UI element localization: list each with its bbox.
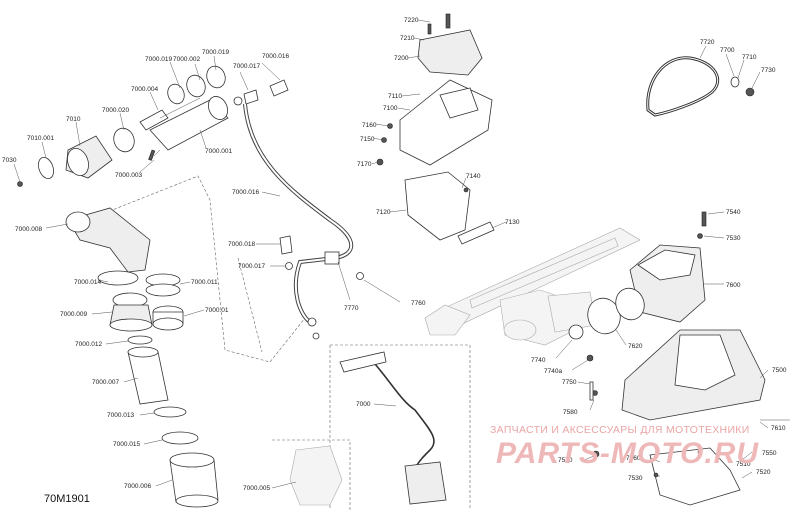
- callout-7000-018: 7000.018: [228, 241, 255, 248]
- callout-7000-017-top: 7000.017: [233, 63, 260, 70]
- callout-labels: 7000.019 7000.002 7000.019 7000.016 7000…: [2, 17, 787, 492]
- callout-7510: 7510: [736, 461, 751, 468]
- callout-7000-009: 7000.009: [60, 311, 87, 318]
- hose-clamp: [324, 251, 340, 265]
- callout-7540: 7540: [726, 209, 741, 216]
- callout-7720: 7720: [700, 39, 715, 46]
- cylinder-assembly: [17, 65, 289, 187]
- leader-lines: [13, 19, 769, 489]
- callout-7000-008: 7000.008: [15, 226, 42, 233]
- ghost-bracket-7000-005: [289, 445, 343, 506]
- callout-7220: 7220: [404, 17, 419, 24]
- washer-7760: [356, 272, 364, 280]
- callout-7120: 7120: [376, 209, 391, 216]
- callout-7000-012: 7000.012: [75, 341, 102, 348]
- callout-7570: 7570: [558, 457, 573, 464]
- callout-7100: 7100: [383, 105, 398, 112]
- callout-7000-016-top: 7000.016: [262, 53, 289, 60]
- callout-7740a: 7740a: [544, 368, 562, 375]
- callout-7000-017-mid: 7000.017: [238, 263, 265, 270]
- callout-7560: 7560: [626, 455, 641, 462]
- callout-7000-006: 7000.006: [124, 483, 151, 490]
- callout-7000-020: 7000.020: [102, 107, 129, 114]
- callout-7110: 7110: [388, 93, 402, 100]
- callout-7010-001: 7010.001: [27, 135, 54, 142]
- callout-7530-b: 7530: [628, 475, 643, 482]
- callout-7150: 7150: [360, 136, 375, 143]
- callout-7520: 7520: [756, 469, 771, 476]
- fitting-7000-018: [279, 235, 293, 255]
- callout-7580: 7580: [563, 409, 578, 416]
- upper-bracket-assembly: [376, 13, 495, 245]
- callout-7000-005: 7000.005: [243, 485, 270, 492]
- callout-7000-014: 7000.014: [74, 279, 101, 286]
- sensor-7000: [404, 461, 447, 505]
- callout-7130: 7130: [505, 219, 520, 226]
- hose-end-fitting: [307, 317, 317, 327]
- diagram-code: 70M1901: [44, 493, 90, 505]
- callout-7000-019-a: 7000.019: [145, 56, 172, 63]
- dashed-route-lower: [237, 257, 263, 353]
- watermark-logo: PARTS-MOTO.RU: [496, 437, 760, 470]
- hose-end-washer: [312, 332, 320, 340]
- callout-7030: 7030: [2, 157, 17, 164]
- callout-7000-001: 7000.001: [205, 148, 232, 155]
- belt-assembly: [646, 56, 755, 117]
- callout-7550: 7550: [762, 450, 777, 457]
- callout-7000-004: 7000.004: [131, 86, 158, 93]
- callout-7750: 7750: [562, 379, 577, 386]
- washer-7000-017: [285, 262, 293, 270]
- ghost-frame-assembly: [424, 227, 641, 346]
- callout-7200: 7200: [394, 55, 409, 62]
- callout-7760: 7760: [411, 300, 426, 307]
- callout-7000-01: 7000.01: [205, 307, 229, 314]
- callout-7000-016-mid: 7000.016: [232, 189, 259, 196]
- callout-7000-003: 7000.003: [115, 172, 142, 179]
- callout-7000-015: 7000.015: [113, 441, 140, 448]
- callout-7710: 7710: [742, 54, 757, 61]
- callout-7000-007: 7000.007: [92, 379, 119, 386]
- callout-7000: 7000: [356, 401, 371, 408]
- column-stack: [65, 207, 219, 508]
- dashed-route-7000-005: [272, 439, 351, 510]
- callout-7000-002: 7000.002: [173, 56, 200, 63]
- dashed-route-left: [71, 175, 306, 363]
- callout-7610: 7610: [771, 425, 786, 432]
- callout-7770: 7770: [344, 305, 359, 312]
- callout-7700: 7700: [720, 47, 735, 54]
- callout-7210: 7210: [400, 35, 415, 42]
- callout-7530: 7530: [726, 235, 741, 242]
- main-hose-line: [243, 103, 354, 324]
- callout-7000-011: 7000.011: [191, 279, 218, 286]
- connector-7000: [339, 351, 387, 373]
- callout-7500: 7500: [772, 367, 787, 374]
- callout-7730: 7730: [761, 67, 776, 74]
- callout-7170: 7170: [357, 161, 372, 168]
- callout-7140: 7140: [466, 173, 481, 180]
- callout-7160: 7160: [362, 122, 377, 129]
- callout-7000-013: 7000.013: [107, 412, 134, 419]
- callout-7000-019-b: 7000.019: [202, 49, 229, 56]
- callout-7010: 7010: [66, 116, 81, 123]
- right-housing-assembly: [568, 211, 790, 506]
- cable-7000: [367, 355, 435, 481]
- callout-7620: 7620: [628, 343, 643, 350]
- callout-7600: 7600: [726, 282, 741, 289]
- watermark-tagline: ЗАПЧАСТИ И АКСЕССУАРЫ ДЛЯ МОТОТЕХНИКИ: [490, 424, 750, 436]
- callout-7740: 7740: [531, 357, 546, 364]
